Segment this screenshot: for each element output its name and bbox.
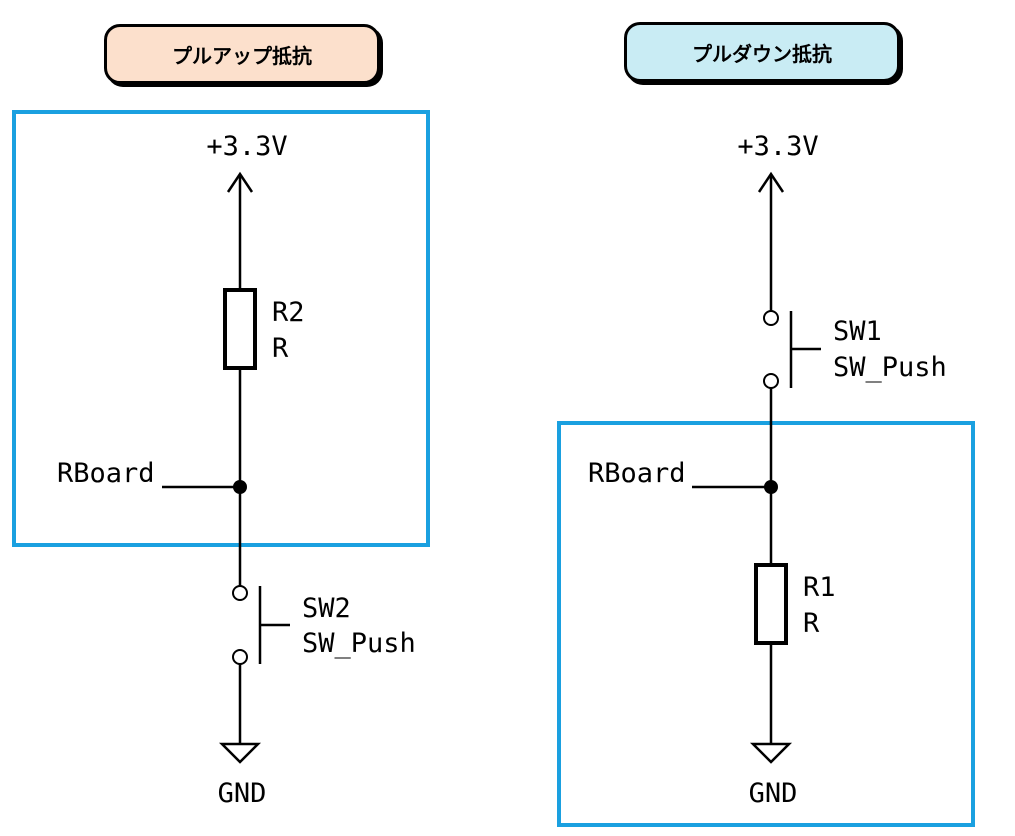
pullup-switch-value: SW_Push bbox=[302, 628, 416, 659]
pulldown-ground-icon bbox=[749, 742, 793, 764]
pulldown-title: プルダウン抵抗 bbox=[624, 22, 900, 82]
pulldown-highlight-box bbox=[557, 421, 975, 827]
pullup-title: プルアップ抵抗 bbox=[104, 24, 380, 84]
pullup-circuit: +3.3V R2 R RBoard SW2 SW_Push GND bbox=[12, 110, 430, 809]
pullup-ground-icon bbox=[218, 742, 262, 764]
pullup-resistor-body bbox=[223, 288, 257, 370]
pullup-supply-label: +3.3V bbox=[206, 131, 287, 162]
pulldown-supply-label: +3.3V bbox=[737, 131, 818, 162]
pullup-switch-pin-top bbox=[232, 585, 248, 601]
pullup-junction-dot bbox=[233, 480, 247, 494]
pulldown-resistor-body bbox=[754, 563, 788, 645]
pullup-resistor-ref: R2 bbox=[272, 297, 305, 328]
pulldown-resistor-value: R bbox=[803, 608, 820, 639]
pulldown-switch-value: SW_Push bbox=[833, 352, 947, 383]
pullup-ground-label: GND bbox=[218, 778, 267, 809]
pullup-net-label: RBoard bbox=[57, 458, 155, 489]
pulldown-switch-pin-bottom bbox=[763, 373, 779, 389]
pulldown-resistor-ref: R1 bbox=[803, 572, 836, 603]
pulldown-circuit: +3.3V SW1 SW_Push RBoard R1 R GND bbox=[557, 131, 975, 827]
pulldown-switch-ref: SW1 bbox=[833, 316, 882, 347]
pulldown-net-label: RBoard bbox=[588, 458, 686, 489]
pulldown-junction-dot bbox=[764, 480, 778, 494]
pulldown-ground-label: GND bbox=[749, 778, 798, 809]
pullup-switch-ref: SW2 bbox=[302, 593, 351, 624]
pullup-highlight-box bbox=[12, 110, 430, 547]
pullup-switch-pin-bottom bbox=[232, 649, 248, 665]
pullup-resistor-value: R bbox=[272, 333, 289, 364]
pulldown-switch-pin-top bbox=[763, 310, 779, 326]
